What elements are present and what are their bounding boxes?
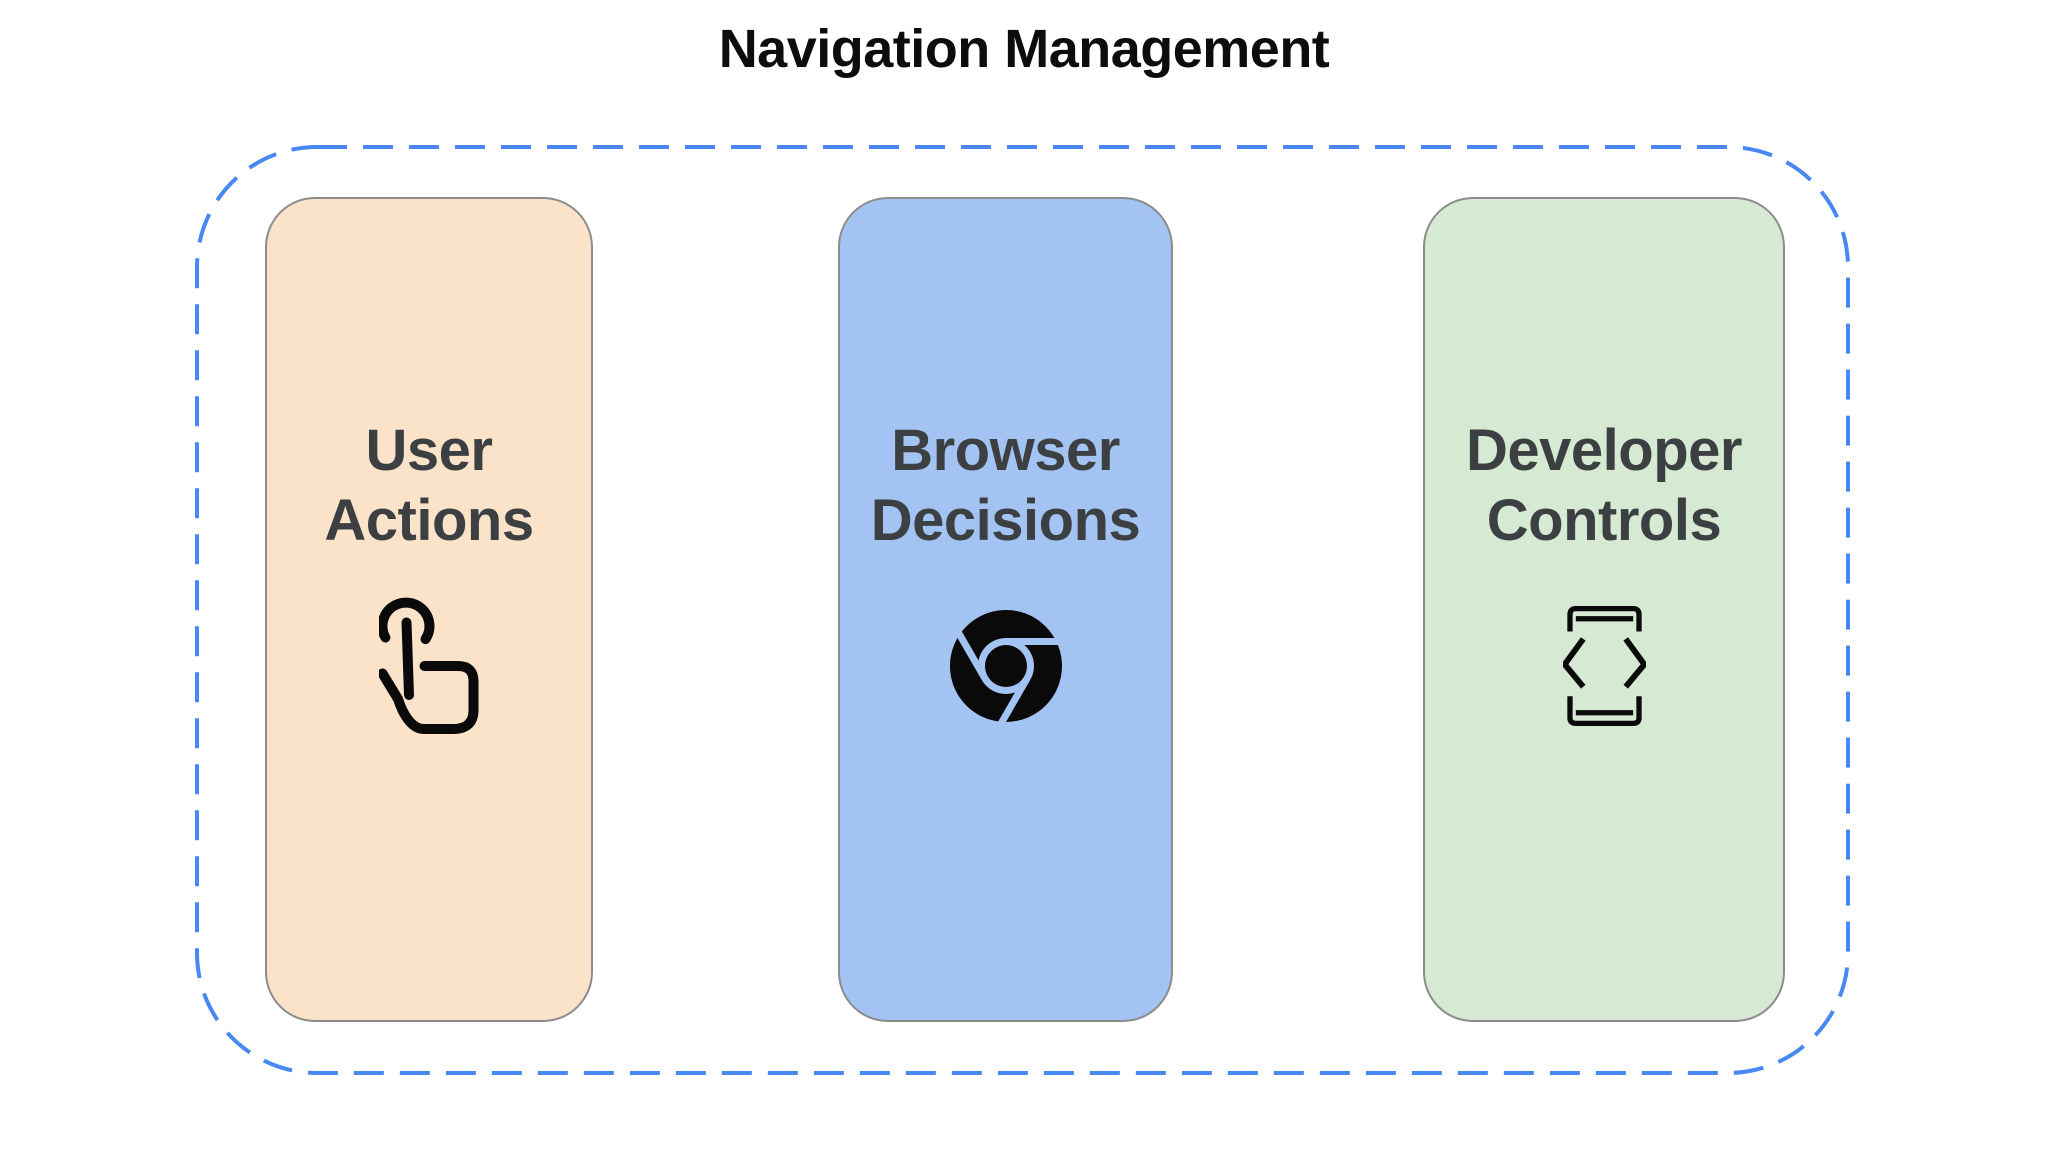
navigation-management-group: User Actions Browser Decisions bbox=[195, 145, 1850, 1075]
dashed-group-outline bbox=[195, 145, 1850, 1075]
developer-mode-icon bbox=[1562, 596, 1646, 736]
card-user-actions: User Actions bbox=[265, 197, 593, 1022]
card-title-line: Actions bbox=[324, 488, 534, 553]
card-title: Developer Controls bbox=[1466, 416, 1742, 556]
card-title-line: Decisions bbox=[870, 488, 1141, 553]
card-title: User Actions bbox=[324, 416, 534, 556]
card-title-line: User bbox=[365, 418, 493, 483]
card-title-line: Controls bbox=[1486, 488, 1722, 553]
card-browser-decisions: Browser Decisions bbox=[838, 197, 1173, 1022]
card-title-line: Browser bbox=[891, 418, 1120, 483]
card-title: Browser Decisions bbox=[871, 416, 1141, 556]
chrome-browser-icon bbox=[949, 596, 1062, 736]
card-title-line: Developer bbox=[1466, 418, 1742, 483]
card-developer-controls: Developer Controls bbox=[1423, 197, 1785, 1022]
page-title: Navigation Management bbox=[718, 19, 1330, 79]
swipe-down-gesture-icon bbox=[379, 596, 479, 736]
